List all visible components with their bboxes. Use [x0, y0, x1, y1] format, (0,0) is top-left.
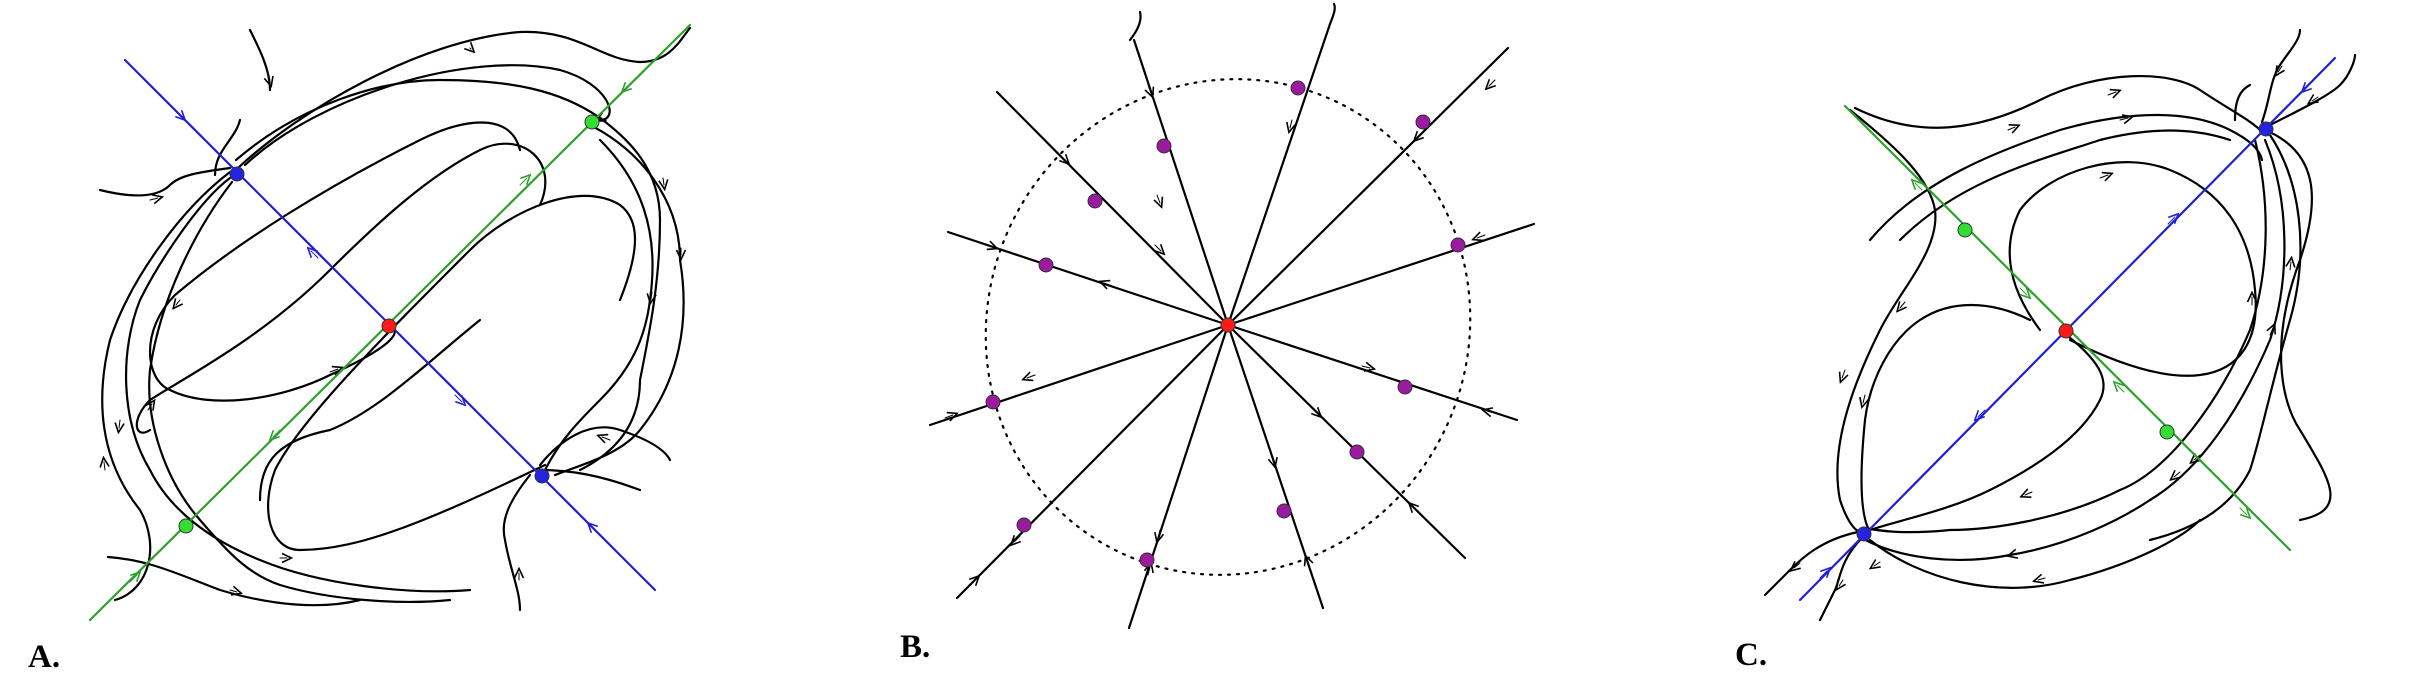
panel-c-blue-point-upper	[2258, 121, 2274, 137]
panel-c-blue-point-lower	[1856, 526, 1872, 542]
panel-b-radial-lines	[928, 2, 1536, 630]
panel-b-red-point	[1220, 317, 1236, 333]
panel-b	[928, 2, 1536, 630]
panel-c-trajectories	[1763, 28, 2357, 622]
panel-b-arrowheads	[944, 80, 1495, 585]
panel-b-purple-points	[985, 80, 1466, 568]
panel-c-arrowheads	[1794, 66, 2318, 586]
panel-b-dotted-ellipse	[984, 78, 1472, 576]
panel-a-label: A.	[28, 639, 60, 675]
panel-c-red-point	[2058, 323, 2074, 339]
panel-c	[1763, 28, 2357, 622]
panel-a-blue-point-upper	[229, 166, 245, 182]
panel-c-green-point-lower	[2159, 424, 2175, 440]
panel-a-blue-point-lower	[534, 468, 550, 484]
panel-b-label: B.	[900, 629, 930, 665]
panel-a	[88, 23, 692, 622]
panel-c-green-point-upper	[1957, 222, 1973, 238]
panel-a-green-point-lower	[178, 518, 194, 534]
panel-c-label: C.	[1735, 637, 1767, 673]
panel-a-red-point	[381, 318, 397, 334]
panel-a-arrowheads	[104, 48, 681, 592]
panel-a-green-point-upper	[584, 114, 600, 130]
